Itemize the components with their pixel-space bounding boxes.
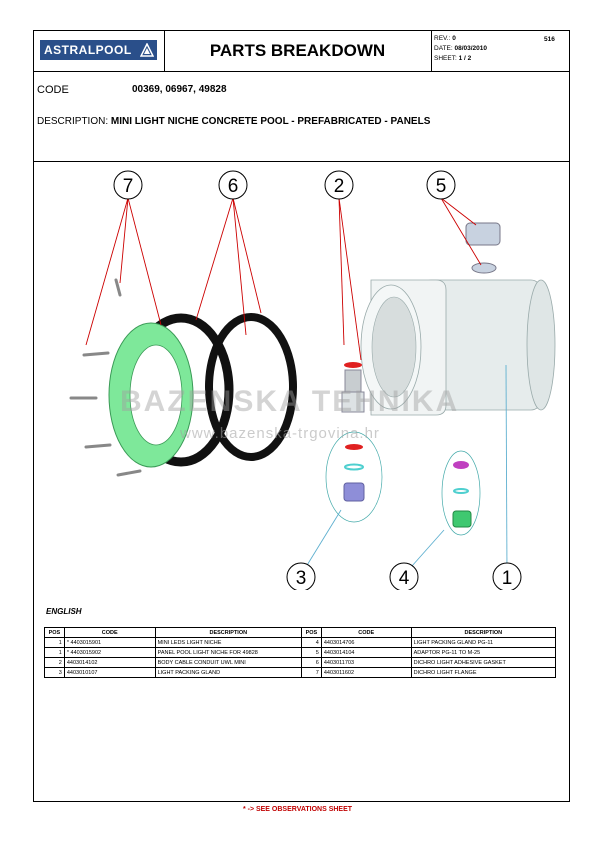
column-header: DESCRIPTION [154,627,303,638]
callout-2: 2 [324,170,354,200]
column-header: DESCRIPTION [410,627,557,638]
cable-conduit [341,362,365,413]
column-header: CODE [63,627,156,638]
watermark-text: BAZENSKA TEHNIKA [120,385,460,418]
light-flange [108,322,194,468]
code-label: CODE [37,84,69,96]
sheet-value: 1 / 2 [458,55,472,62]
svg-text:5: 5 [436,176,447,197]
adaptor [465,222,501,274]
code-value: 00369, 06967, 49828 [132,84,227,95]
exploded-parts-drawing: 7 6 2 5 3 4 1 [69,170,556,590]
callout-4: 4 [389,562,419,590]
observations-note: * -> SEE OBSERVATIONS SHEET [242,806,353,813]
svg-text:7: 7 [123,176,134,197]
logo-text: ASTRALPOOL [44,43,132,57]
packing-gland-pg11 [441,450,481,536]
revision-block: REV.: 0 DATE: 08/03/2010 SHEET: 1 / 2 [434,35,488,62]
flange-screws [69,278,142,477]
svg-text:1: 1 [502,568,513,589]
section-divider [34,161,569,162]
page-title: PARTS BREAKDOWN [164,31,432,71]
column-header: POS [44,627,65,638]
callout-6: 6 [218,170,248,200]
svg-text:2: 2 [334,176,345,197]
header-row: ASTRALPOOL PARTS BREAKDOWN REV.: 0 DATE:… [34,31,569,72]
document-number: 516 [544,36,555,43]
logo-triangle-icon [140,43,154,57]
svg-text:3: 3 [296,568,307,589]
description-line: DESCRIPTION: MINI LIGHT NICHE CONCRETE P… [37,116,430,127]
revision-value: 0 [452,35,456,42]
table-row: 1 * 4403015901 MINI LEDS LIGHT NICHE 4 4… [44,637,557,648]
svg-text:4: 4 [399,568,410,589]
table-row: 2 4403014102 BODY CABLE CONDUIT UWL MINI… [44,657,557,668]
parts-table: POS CODE DESCRIPTION POS CODE DESCRIPTIO… [44,627,557,678]
date-value: 08/03/2010 [454,45,488,52]
table-row: 3 4403010107 LIGHT PACKING GLAND 7 44030… [44,667,557,678]
table-row: 1 * 4403015902 PANEL POOL LIGHT NICHE FO… [44,647,557,658]
language-label: ENGLISH [46,607,82,616]
callout-5: 5 [426,170,456,200]
sheet-frame: ASTRALPOOL PARTS BREAKDOWN REV.: 0 DATE:… [33,30,570,802]
astralpool-logo: ASTRALPOOL [40,40,157,60]
description-label: DESCRIPTION: [37,116,109,127]
packing-gland [325,431,383,523]
callout-3: 3 [286,562,316,590]
callout-leaders [85,197,508,576]
watermark-url: www.bazenska-trgovina.hr [180,425,380,442]
description-value: MINI LIGHT NICHE CONCRETE POOL - PREFABR… [110,116,431,127]
column-header: CODE [320,627,412,638]
column-header: POS [301,627,322,638]
niche-body [360,279,556,416]
callout-7: 7 [113,170,143,200]
callout-1: 1 [492,562,522,590]
table-header-row: POS CODE DESCRIPTION POS CODE DESCRIPTIO… [44,627,557,638]
logo-cell: ASTRALPOOL [34,31,165,71]
svg-text:6: 6 [228,176,239,197]
